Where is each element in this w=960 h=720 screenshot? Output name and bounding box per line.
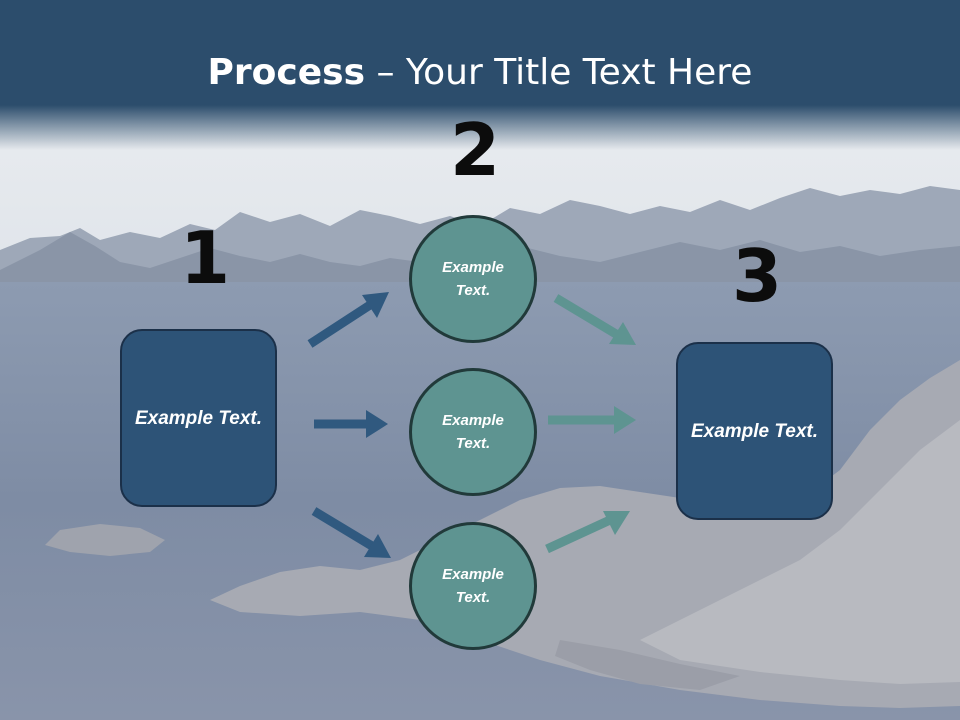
- arrow-middle-to-right: [548, 406, 636, 434]
- step-number-1: 1: [180, 216, 231, 300]
- left-box-text: Example Text.: [134, 407, 263, 429]
- right-box-text: Example Text.: [690, 420, 819, 442]
- arrow-left-to-middle: [314, 410, 388, 438]
- step-number-2: 2: [450, 108, 501, 192]
- title-rest: – Your Title Text Here: [365, 52, 753, 93]
- left-process-box[interactable]: Example Text.: [120, 329, 277, 507]
- arrow-left-to-top: [307, 292, 389, 348]
- step-number-3: 3: [732, 234, 783, 318]
- bottom-circle-text: Example Text.: [442, 566, 504, 606]
- top-circle-text: Example Text.: [442, 259, 504, 299]
- top-process-circle[interactable]: Example Text.: [409, 215, 537, 343]
- right-process-box[interactable]: Example Text.: [676, 342, 833, 520]
- title-bold: Process: [207, 52, 366, 93]
- middle-process-circle[interactable]: Example Text.: [409, 368, 537, 496]
- bottom-process-circle[interactable]: Example Text.: [409, 522, 537, 650]
- middle-circle-text: Example Text.: [442, 412, 504, 452]
- arrow-left-to-bottom: [311, 507, 391, 558]
- arrow-top-to-right: [553, 294, 636, 345]
- arrow-bottom-to-right: [545, 511, 630, 554]
- page-title: Process – Your Title Text Here: [0, 52, 960, 93]
